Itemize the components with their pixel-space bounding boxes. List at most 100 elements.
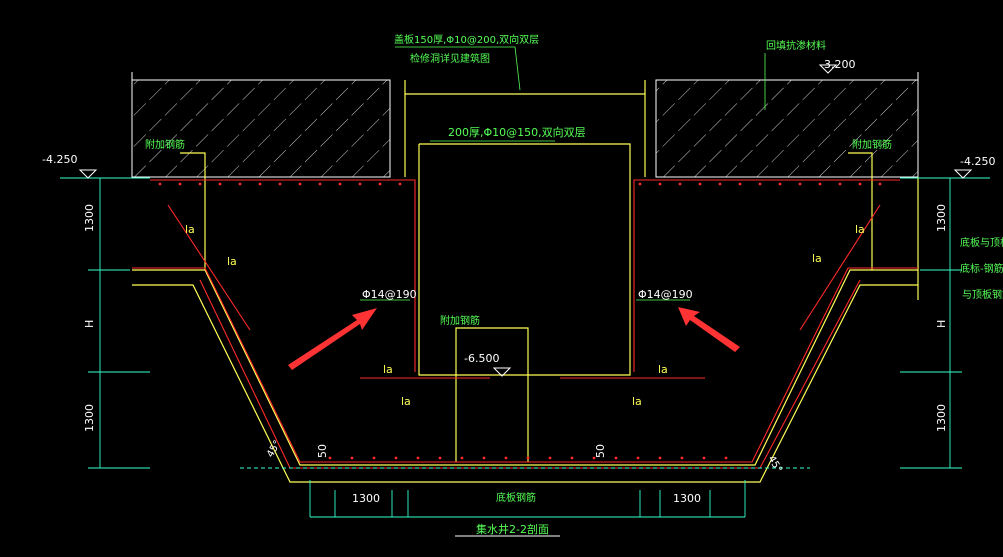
la-label: la (383, 363, 393, 376)
rebar-dot (350, 456, 354, 460)
la-label: la (855, 223, 865, 236)
rebar-dot (658, 182, 662, 186)
rebar-top-left (150, 179, 416, 372)
red-arrows (288, 307, 740, 370)
la-label: la (632, 395, 642, 408)
rebar-dot (614, 456, 618, 460)
rebar-dot (658, 456, 662, 460)
rebar-dot (636, 456, 640, 460)
rebar-dot (372, 456, 376, 460)
rebar-diag-right (799, 204, 881, 331)
rebar-dot (298, 182, 302, 186)
elev-pit: -6.500 (464, 352, 499, 365)
rebar-dot (482, 456, 486, 460)
rebar-dot (678, 182, 682, 186)
pit-inner-outline (132, 269, 918, 466)
section-title: 集水井2-2剖面 (476, 522, 549, 536)
rebar-dot (378, 182, 382, 186)
rebar-lines (132, 179, 918, 469)
la-label: la (658, 363, 668, 376)
rebar-dot (738, 182, 742, 186)
label-anchor-right: 附加钢筋 (852, 138, 892, 151)
rebar-dot (698, 182, 702, 186)
rebar-dot (838, 182, 842, 186)
label-right-note-2: 底标-钢筋面 (960, 262, 1003, 275)
rebar-dot (758, 182, 762, 186)
rebar-dot (358, 182, 362, 186)
dim-text-left-bottom: 1300 (83, 404, 96, 432)
dimension-text: 1300 H 1300 1300 H 1300 1300 1300 50 50 … (83, 204, 948, 505)
arrow-right (678, 307, 740, 352)
rebar-dot (570, 456, 574, 460)
leader-lines (360, 46, 766, 301)
la-label: la (812, 252, 822, 265)
rebar-dot (238, 182, 242, 186)
elev-marker-top-right (818, 64, 838, 74)
rebar-dot (724, 456, 728, 460)
hatched-backfill (131, 72, 919, 178)
dim-text-right-top: 1300 (935, 204, 948, 232)
la-label: la (401, 395, 411, 408)
pit-outer-outline (132, 284, 918, 483)
label-anchor-center: 附加钢筋 (440, 314, 480, 327)
annotation-text: 盖板150厚,Φ10@200,双向双层 检修洞详见建筑图 回填抗渗材料 -3.2… (42, 33, 1003, 536)
label-backfill: 回填抗渗材料 (766, 39, 826, 52)
dim-text-cover-right: 50 (594, 444, 607, 458)
label-right-note-3: 与顶板钢筋 (962, 288, 1003, 301)
rebar-dot (638, 182, 642, 186)
rebar-dot (218, 182, 222, 186)
dimension-lines (60, 177, 990, 537)
rebar-dot (394, 456, 398, 460)
rebar-dot (460, 456, 464, 460)
la-labels: la la la la la la la la (185, 223, 865, 408)
hatch-right (655, 79, 919, 178)
center-sump-post (455, 327, 529, 462)
dim-text-left-mid: H (83, 320, 96, 328)
rebar-dot (858, 182, 862, 186)
rebar-dots (158, 182, 882, 460)
label-top-note: 检修洞详见建筑图 (410, 52, 490, 65)
rebar-dot (318, 182, 322, 186)
rebar-dot (328, 456, 332, 460)
elev-marker-pit (492, 367, 512, 377)
rebar-dot (438, 456, 442, 460)
rebar-outer (199, 279, 861, 469)
elev-left: -4.250 (42, 153, 77, 166)
right-anchor-post (848, 152, 873, 270)
label-rebar-left: Φ14@190 (362, 288, 417, 301)
la-label: la (185, 223, 195, 236)
rebar-dot (398, 182, 402, 186)
label-bottom-plate: 底板钢筋 (496, 491, 536, 504)
rebar-dot (702, 456, 706, 460)
rebar-top-right (633, 179, 900, 372)
rebar-dot (416, 456, 420, 460)
dim-text-bottom-right: 1300 (673, 492, 701, 505)
rebar-dot (592, 456, 596, 460)
inner-shaft (418, 143, 631, 376)
elev-top-right: -3.200 (820, 58, 855, 71)
pit-structure (132, 80, 919, 483)
label-top-cover: 盖板150厚,Φ10@200,双向双层 (394, 33, 539, 46)
rebar-dot (680, 456, 684, 460)
dim-text-right-bottom: 1300 (935, 404, 948, 432)
rebar-dot (526, 456, 530, 460)
rebar-dot (158, 182, 162, 186)
elevation-markers (78, 64, 973, 377)
rebar-dot (878, 182, 882, 186)
rebar-inner (132, 267, 918, 463)
label-inner-wall: 200厚,Φ10@150,双向双层 (448, 125, 586, 139)
label-right-note-1: 底板与顶板底标高 (960, 236, 1003, 249)
cover-slab (404, 80, 646, 95)
dim-text-angle-right: 45° (765, 454, 783, 475)
rebar-dot (818, 182, 822, 186)
left-anchor-post (180, 152, 206, 270)
rebar-dot (278, 182, 282, 186)
elev-right: -4.250 (960, 155, 995, 168)
arrow-left (288, 308, 377, 370)
rebar-dot (548, 456, 552, 460)
rebar-dot (258, 182, 262, 186)
rebar-dot (198, 182, 202, 186)
dim-text-right-mid: H (935, 320, 948, 328)
leader-top-cover (395, 46, 521, 91)
